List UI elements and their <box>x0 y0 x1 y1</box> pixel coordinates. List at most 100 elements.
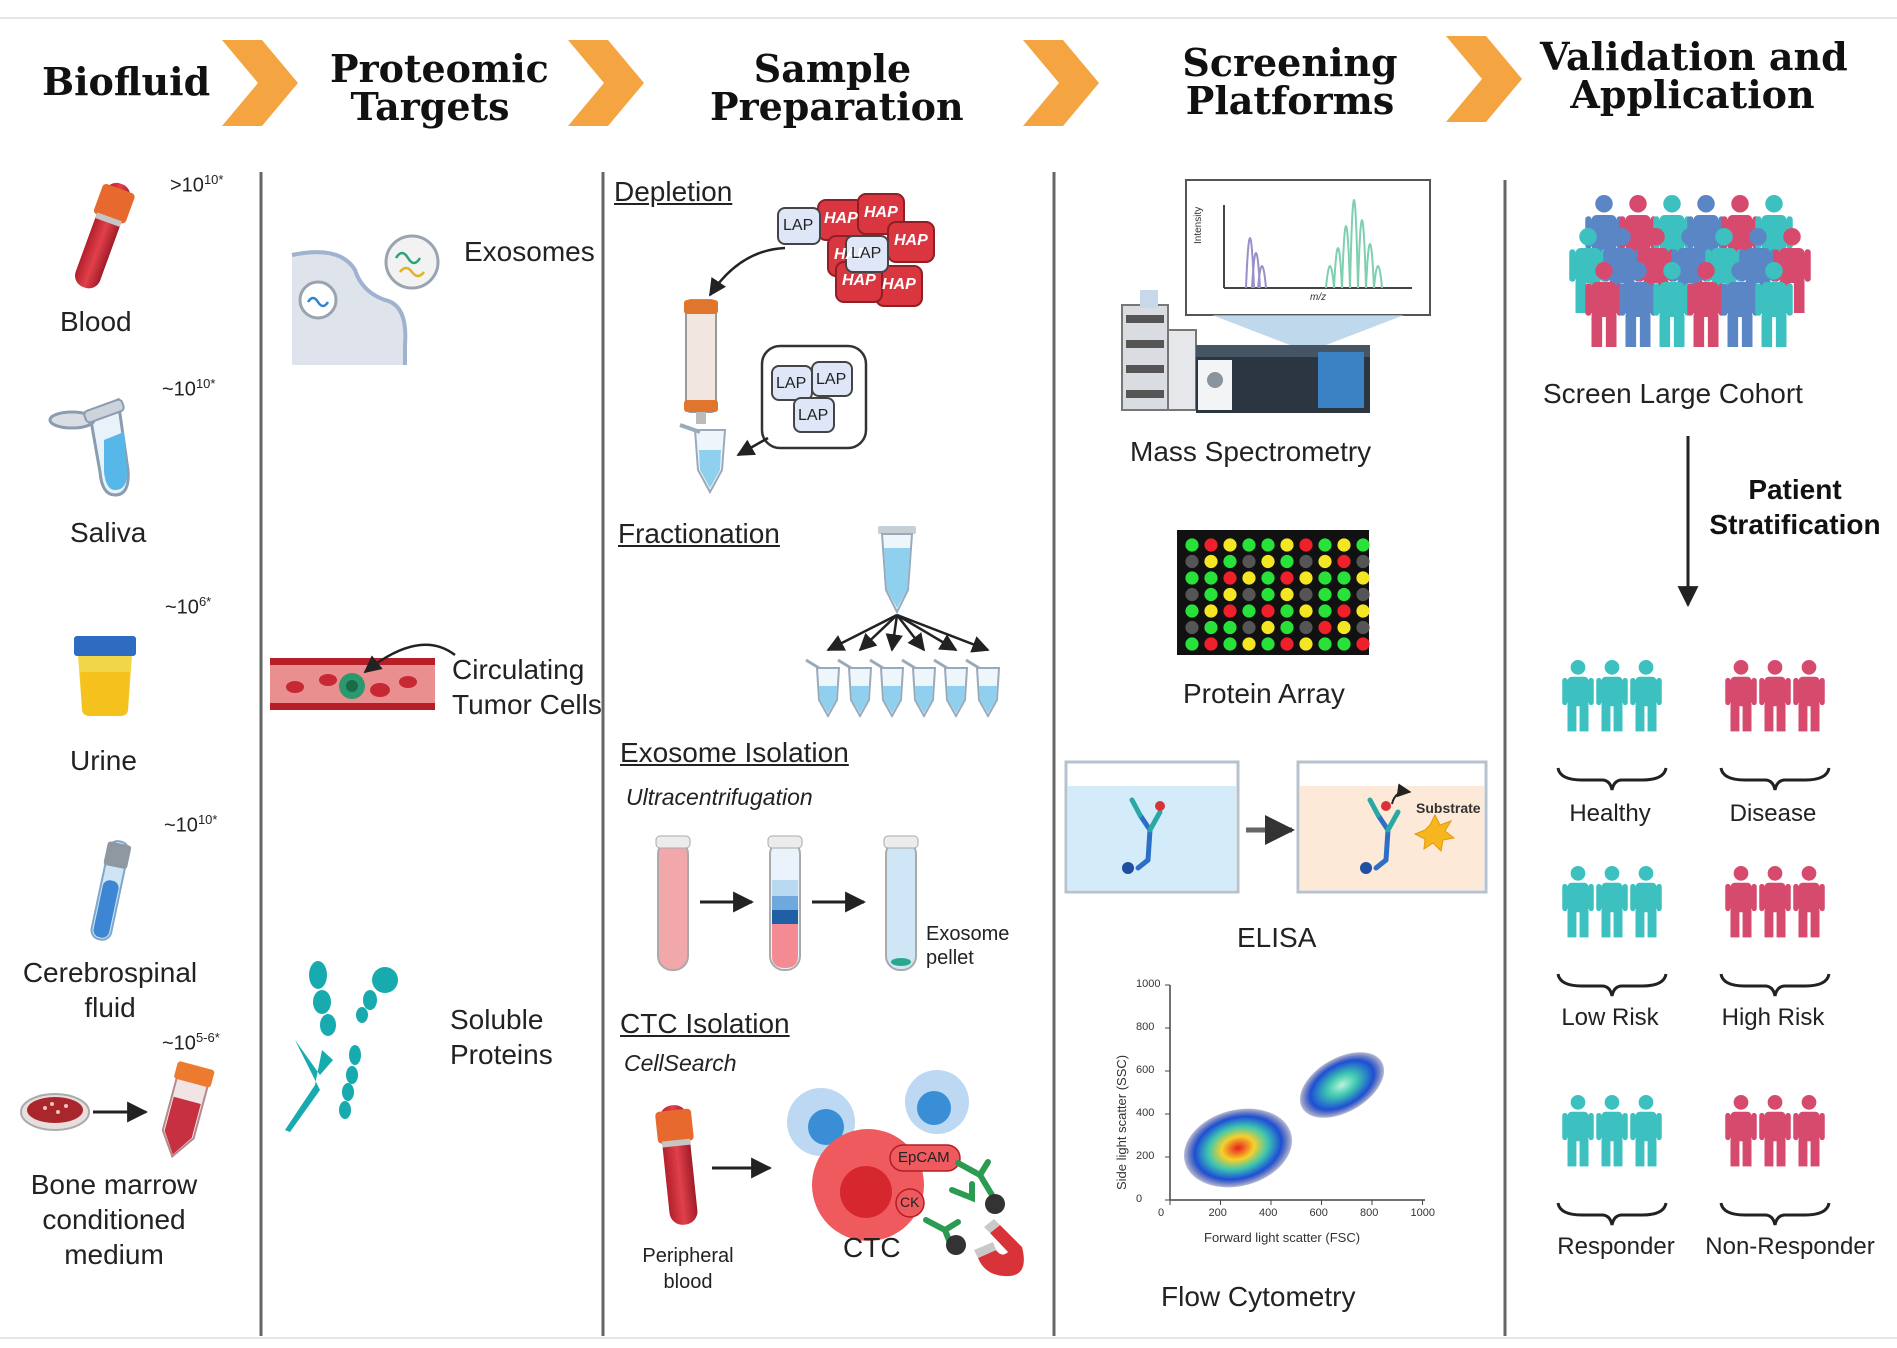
array-spot <box>1204 637 1218 651</box>
array-spot <box>1280 637 1294 651</box>
hap-label: HAP <box>894 232 928 249</box>
array-spot <box>1261 604 1275 618</box>
label-line: blood <box>663 1271 713 1293</box>
person-icon <box>1630 1095 1662 1167</box>
brace-icon <box>1719 1202 1831 1226</box>
arrow-icon <box>896 613 990 653</box>
magnet-icon <box>946 1194 1024 1277</box>
label-ctc: Circulating Tumor Cells <box>452 652 602 722</box>
array-spot <box>1280 554 1294 569</box>
flow-y-tick-label: 200 <box>1136 1150 1155 1162</box>
label-elisa: ELISA <box>1237 922 1317 953</box>
arrow-icon <box>896 613 958 652</box>
lap-protein-icon <box>793 397 835 433</box>
array-spot <box>1223 587 1237 602</box>
person-icon <box>1721 262 1759 347</box>
brace-icon <box>1556 767 1668 791</box>
conc-base: ~10 <box>165 596 199 619</box>
label-line: Exosome <box>926 923 1010 945</box>
arrow-icon <box>826 613 898 652</box>
lap-label: LAP <box>776 375 807 392</box>
brace-icon <box>1556 1202 1668 1226</box>
label-line: pellet <box>926 947 974 969</box>
hap-label: HAP <box>882 276 916 293</box>
label-high-risk: High Risk <box>1721 1004 1825 1031</box>
label-mass-spectrometry: Mass Spectrometry <box>1130 436 1372 467</box>
array-spot <box>1356 620 1370 635</box>
ctc-cell-icon <box>812 1129 961 1241</box>
label-screen-cohort: Screen Large Cohort <box>1543 378 1803 409</box>
label-line: Soluble <box>450 1004 544 1035</box>
centrifuge-tube-layered-icon <box>767 835 803 971</box>
array-spot <box>1204 571 1218 585</box>
peripheral-blood-tube-icon <box>655 1105 698 1225</box>
petri-dish-icon <box>20 1093 90 1131</box>
label-line: Bone marrow <box>30 1169 198 1200</box>
array-spot <box>1242 571 1256 585</box>
label-fractionation: Fractionation <box>618 518 780 549</box>
array-spot <box>1242 620 1256 635</box>
array-spot <box>1337 571 1351 585</box>
array-spot <box>1280 538 1294 552</box>
header-validation-application: Validation and Application <box>1540 38 1848 114</box>
flow-y-tick-label: 600 <box>1136 1064 1155 1076</box>
array-spot <box>1337 554 1351 569</box>
array-spot <box>1242 538 1256 552</box>
label-peripheral-blood: Peripheral blood <box>628 1243 748 1295</box>
lap-label: LAP <box>816 371 847 388</box>
label-exosome-isolation: Exosome Isolation <box>620 737 849 768</box>
fraction-tube-icon <box>805 658 841 719</box>
arrow-icon <box>736 436 769 457</box>
person-icon <box>1755 262 1793 347</box>
header-line: Sample <box>753 46 912 91</box>
header-sample-preparation: Sample Preparation <box>710 46 964 126</box>
header-screening-platforms: Screening Platforms <box>1180 44 1400 120</box>
conc-exponent: 5-6* <box>195 1030 220 1045</box>
array-spot <box>1185 571 1199 585</box>
array-spot <box>1261 571 1275 585</box>
header-line: Proteomic <box>330 46 549 91</box>
depletion-column-icon <box>684 299 718 424</box>
protein-cluster-icon <box>777 193 935 307</box>
array-spot <box>1204 554 1218 569</box>
arrow-icon <box>858 614 898 652</box>
fraction-tube-icon <box>869 658 905 719</box>
ms-peak <box>1341 225 1351 289</box>
label-blood: Blood <box>60 306 132 337</box>
centrifuge-tube-red-icon <box>655 835 691 971</box>
label-csf: Cerebrospinal fluid <box>10 955 210 1025</box>
conc-saliva: ~1010* <box>162 376 215 402</box>
array-spot <box>1223 637 1237 651</box>
label-soluble-proteins: Soluble Proteins <box>450 1002 553 1072</box>
array-spot <box>1261 587 1275 602</box>
mass-spectrum-panel <box>1185 179 1431 352</box>
array-spot <box>1299 620 1313 635</box>
person-icon <box>1596 1095 1628 1167</box>
array-spot <box>1261 637 1275 651</box>
array-spot <box>1280 620 1294 635</box>
label-healthy: Healthy <box>1569 800 1651 827</box>
array-spot <box>1318 538 1332 552</box>
brace-icon <box>1719 973 1831 997</box>
soluble-protein-icon <box>285 961 398 1132</box>
array-spot <box>1204 538 1218 552</box>
array-spot <box>1337 620 1351 635</box>
conc-exponent: 6* <box>198 594 212 609</box>
array-spot <box>1185 637 1199 651</box>
label-line: Circulating <box>452 654 585 685</box>
conc-exponent: 10* <box>197 812 218 827</box>
array-spot <box>1318 637 1332 651</box>
array-spot <box>1356 571 1370 585</box>
person-icon <box>1793 660 1825 732</box>
antibody-icon <box>923 1159 995 1251</box>
array-spot <box>1299 538 1313 552</box>
array-spot <box>1223 620 1237 635</box>
chevron-arrow-icon <box>222 40 298 126</box>
csf-tube-icon <box>90 840 132 941</box>
hap-label: HAP <box>824 210 858 227</box>
flow-xlabel: Forward light scatter (FSC) <box>1204 1230 1361 1245</box>
fraction-tube-icon <box>965 658 1001 719</box>
conical-tube-icon <box>161 1061 215 1159</box>
array-spot <box>1318 620 1332 635</box>
